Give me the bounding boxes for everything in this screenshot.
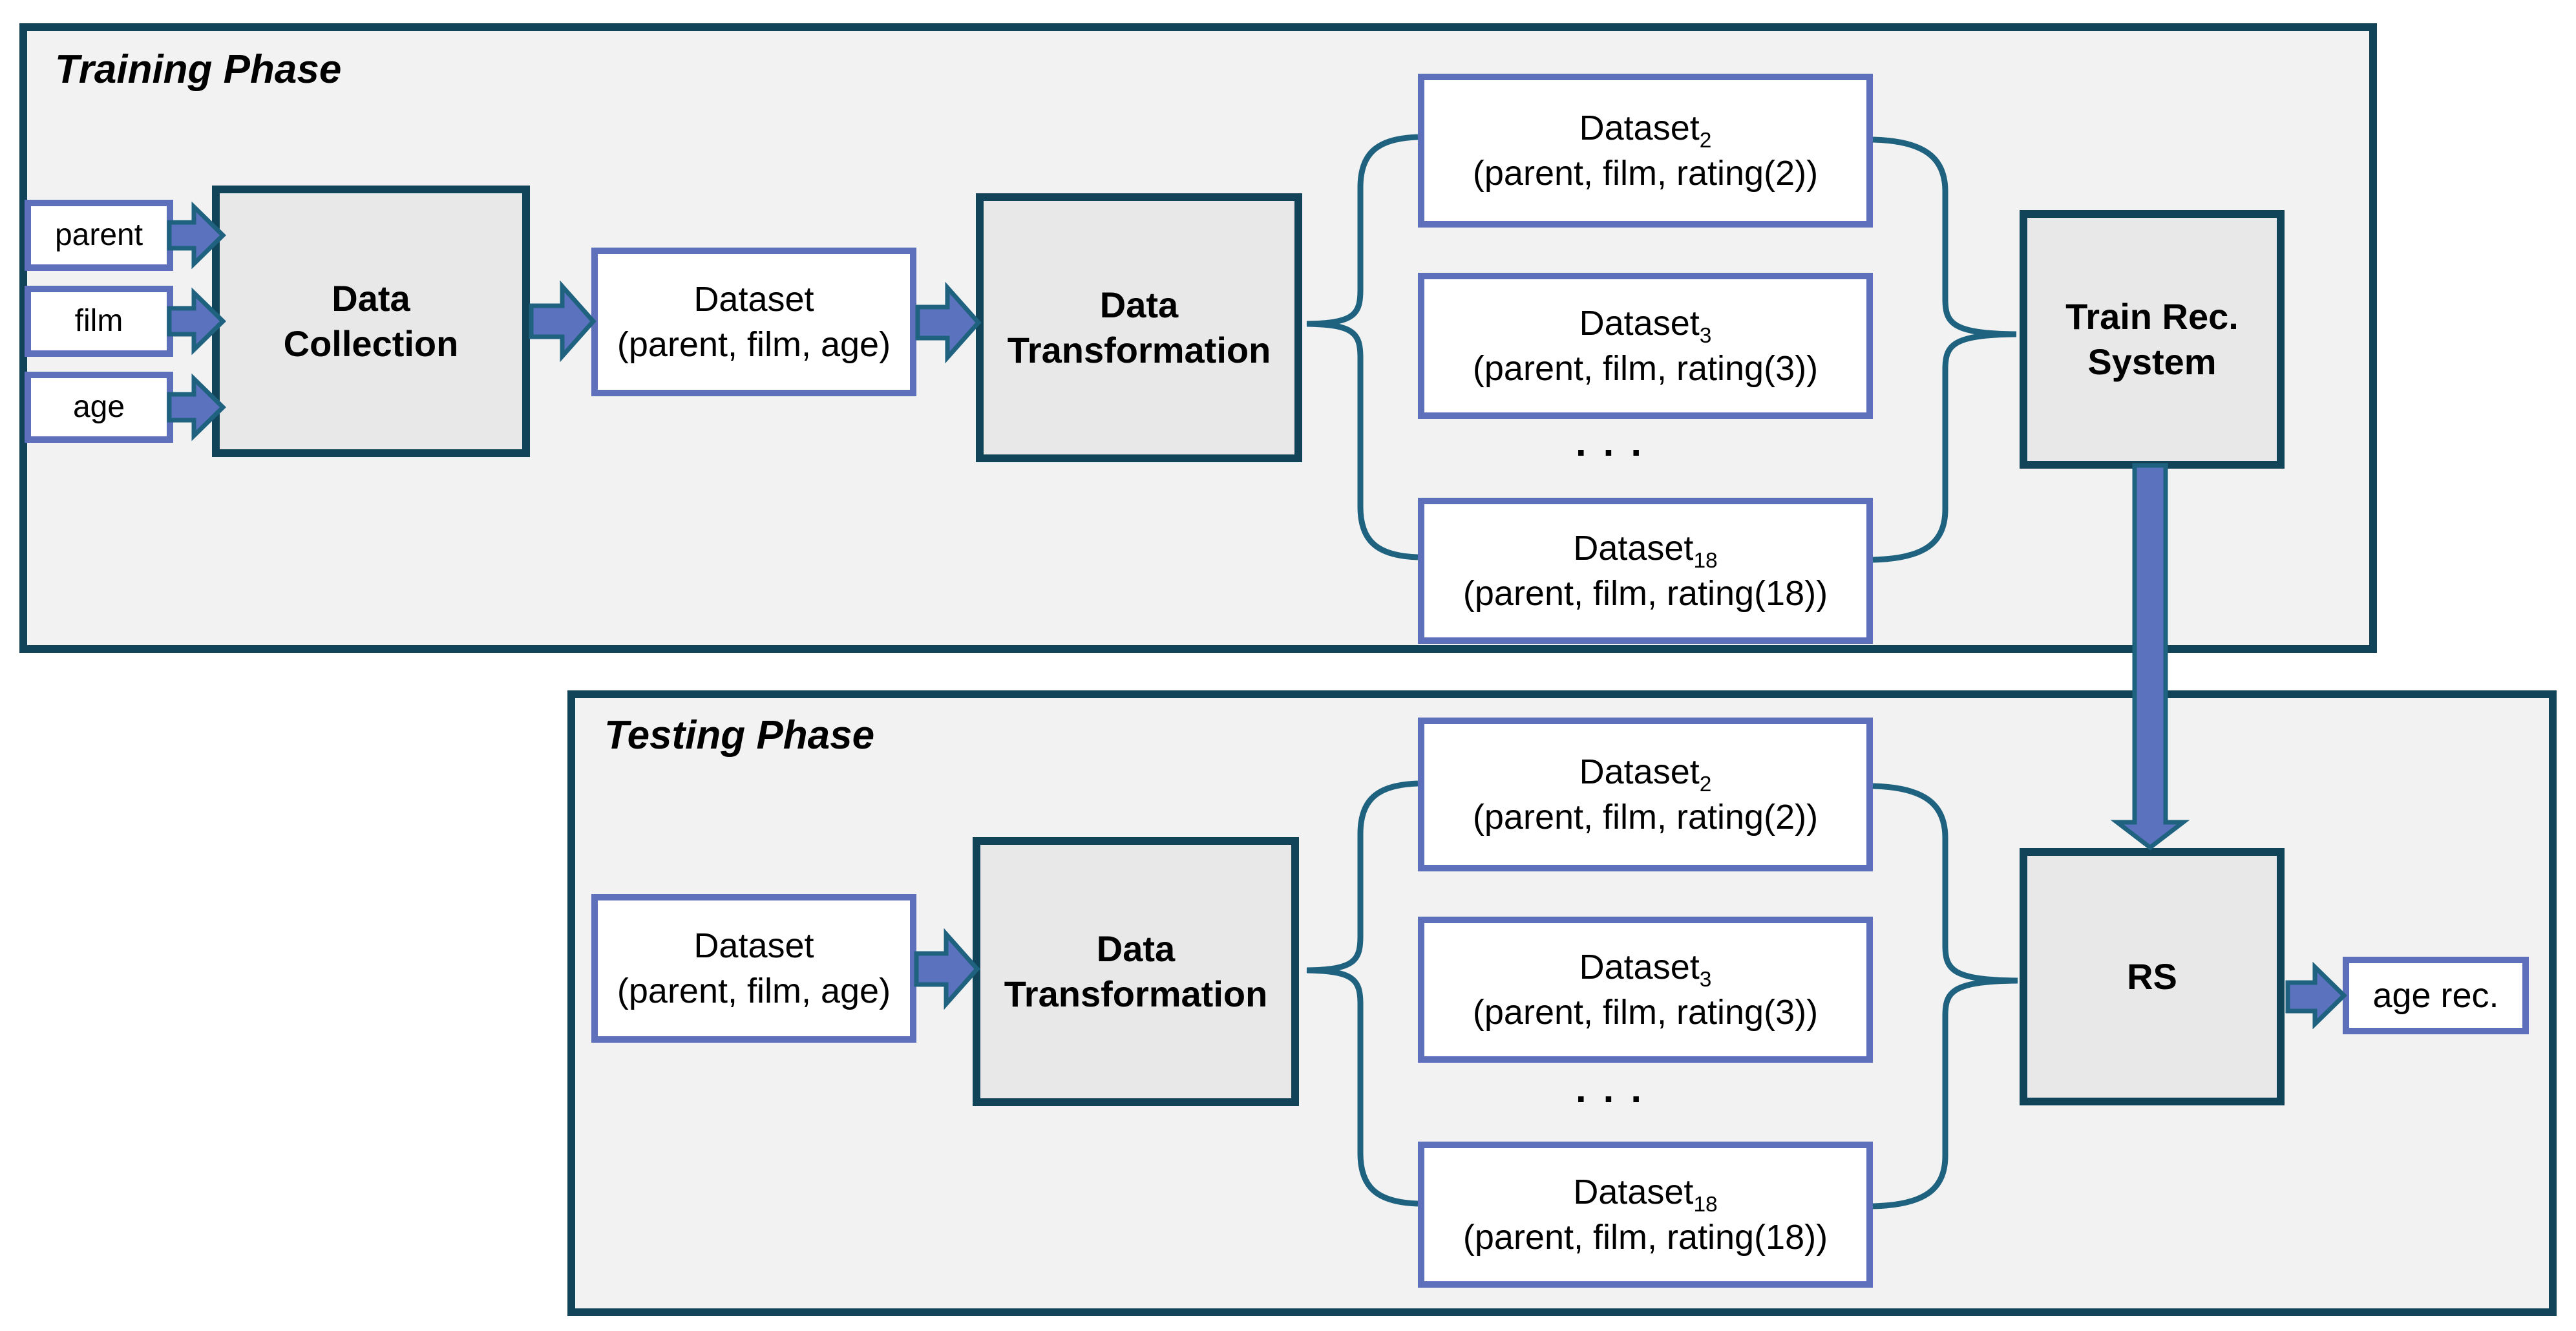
dataset-name: Dataset: [1573, 1172, 1694, 1211]
testing-dataset-name: Dataset: [693, 926, 814, 965]
train-rec-system-box: Train Rec. System: [2020, 210, 2285, 469]
testing-dataset18-detail: (parent, film, rating(18)): [1462, 1218, 1828, 1257]
training-data-transformation-box: Data Transformation: [976, 193, 1302, 462]
training-dataset3-detail: (parent, film, rating(3)): [1472, 349, 1819, 388]
training-data-transformation-label: Data Transformation: [1007, 284, 1271, 370]
training-dataset3-box: Dataset3 (parent, film, rating(3)): [1418, 273, 1873, 419]
training-dataset-box: Dataset (parent, film, age): [591, 248, 916, 396]
testing-dataset-detail: (parent, film, age): [617, 972, 891, 1010]
testing-data-transformation-label: Data Transformation: [1004, 928, 1268, 1014]
training-dataset2-box: Dataset2 (parent, film, rating(2)): [1418, 74, 1873, 228]
dataset-name: Dataset: [1579, 752, 1700, 791]
testing-dataset3-box: Dataset3 (parent, film, rating(3)): [1418, 917, 1873, 1063]
train-rec-system-label: Train Rec. System: [2065, 296, 2239, 382]
dataset-subscript: 3: [1699, 967, 1712, 992]
dataset-name: Dataset: [1579, 947, 1700, 986]
testing-ellipsis: ...: [1575, 1067, 1658, 1111]
input-label-parent: parent: [54, 217, 143, 252]
training-dataset18-name: Dataset18: [1573, 526, 1717, 571]
data-collection-box: Data Collection: [212, 186, 530, 457]
input-label-film: film: [74, 303, 123, 338]
testing-dataset18-name: Dataset18: [1573, 1169, 1717, 1215]
dataset-name: Dataset: [1579, 108, 1700, 147]
training-dataset-detail: (parent, film, age): [617, 325, 891, 364]
training-ellipsis: ...: [1575, 421, 1658, 464]
testing-dataset3-detail: (parent, film, rating(3)): [1472, 993, 1819, 1032]
training-dataset18-box: Dataset18 (parent, film, rating(18)): [1418, 498, 1873, 644]
rs-box: RS: [2020, 848, 2285, 1105]
testing-dataset2-name: Dataset2: [1579, 749, 1712, 796]
training-dataset2-name: Dataset2: [1579, 105, 1712, 151]
input-label-age: age: [72, 389, 125, 424]
dataset-subscript: 2: [1699, 772, 1712, 796]
data-collection-label: Data Collection: [283, 278, 459, 364]
dataset-name: Dataset: [1579, 303, 1700, 343]
training-dataset3-name: Dataset3: [1579, 301, 1712, 346]
input-box-parent: parent: [25, 200, 173, 271]
testing-dataset18-box: Dataset18 (parent, film, rating(18)): [1418, 1142, 1873, 1288]
training-dataset-name: Dataset: [693, 279, 814, 319]
training-dataset2-detail: (parent, film, rating(2)): [1472, 154, 1819, 193]
dataset-subscript: 2: [1699, 128, 1712, 153]
training-dataset18-detail: (parent, film, rating(18)): [1462, 574, 1828, 613]
testing-phase-title: Testing Phase: [604, 713, 875, 758]
testing-dataset3-name: Dataset3: [1579, 944, 1712, 990]
rs-label: RS: [2127, 956, 2177, 997]
testing-dataset2-box: Dataset2 (parent, film, rating(2)): [1418, 718, 1873, 871]
training-phase-title: Training Phase: [55, 47, 342, 92]
dataset-subscript: 18: [1693, 1192, 1718, 1217]
testing-dataset-box: Dataset (parent, film, age): [591, 894, 916, 1043]
testing-dataset2-detail: (parent, film, rating(2)): [1472, 798, 1819, 836]
input-box-film: film: [25, 286, 173, 357]
input-box-age: age: [25, 372, 173, 443]
age-rec-label: age rec.: [2372, 975, 2499, 1015]
testing-data-transformation-box: Data Transformation: [973, 837, 1299, 1106]
dataset-subscript: 18: [1693, 548, 1718, 573]
dataset-subscript: 3: [1699, 323, 1712, 348]
age-rec-box: age rec.: [2343, 957, 2529, 1034]
dataset-name: Dataset: [1573, 528, 1694, 568]
